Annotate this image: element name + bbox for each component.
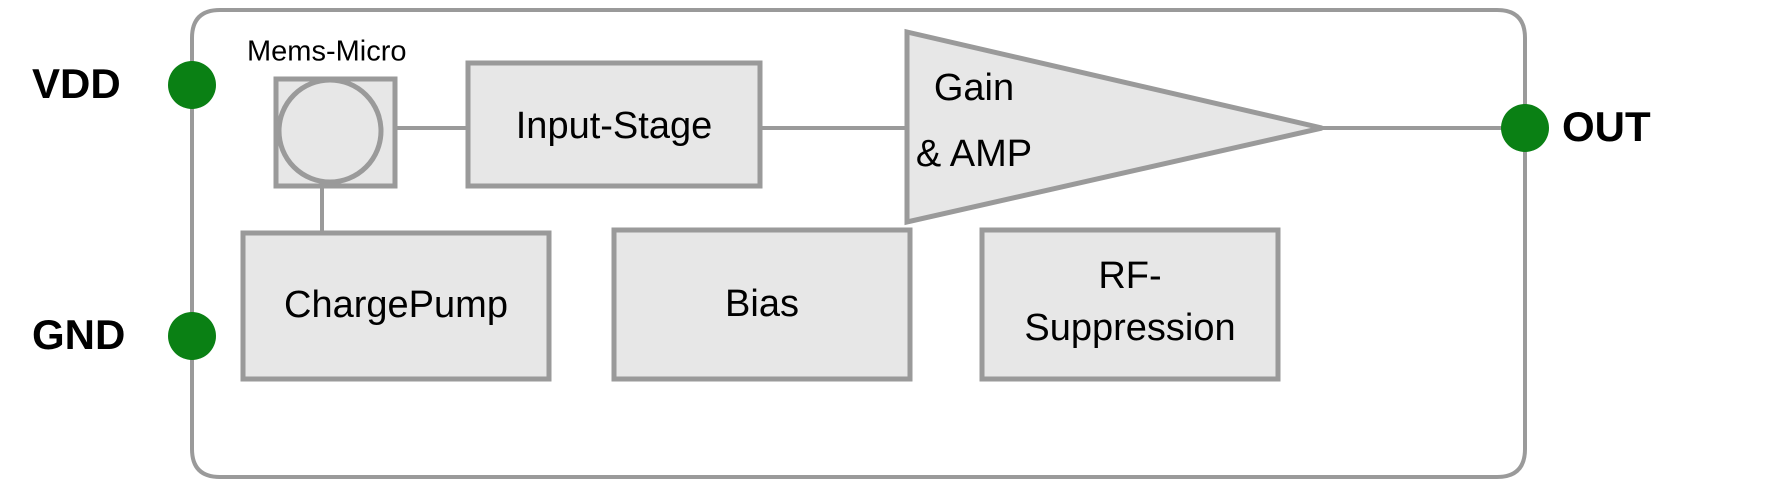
package-outline [190,8,1527,479]
block-gain-amp[interactable]: Gain & AMP [904,28,1323,226]
out-label: OUT [1562,103,1651,150]
vdd-label: VDD [32,60,121,107]
rf-suppression-label-line1: RF- [1098,255,1161,297]
gnd-label: GND [32,311,125,358]
terminal-gnd[interactable]: GND [32,311,216,360]
charge-pump-body [240,230,552,382]
out-terminal-dot [1501,104,1549,152]
bias-label: Bias [725,283,799,325]
block-mems-micro[interactable]: Mems-Micro [247,36,407,189]
input-stage-label: Input-Stage [516,105,712,147]
block-charge-pump[interactable]: ChargePump [240,230,552,382]
gain-amp-body [904,28,1323,226]
vdd-terminal-dot [168,61,216,109]
rf-suppression-label-line2: Suppression [1024,307,1235,349]
charge-pump-label: ChargePump [284,284,508,326]
terminal-vdd[interactable]: VDD [32,60,216,109]
mems-micro-membrane-icon [276,77,384,185]
gain-amp-label-line2: & AMP [916,133,1032,175]
block-input-stage[interactable]: Input-Stage [465,60,763,189]
block-rf-suppression[interactable]: RF- Suppression [979,227,1281,382]
block-bias[interactable]: Bias [611,227,913,382]
gain-amp-label-line1: Gain [934,67,1014,109]
input-stage-body [465,60,763,189]
mems-micro-label: Mems-Micro [247,36,407,68]
terminal-out[interactable]: OUT [1501,103,1651,152]
gnd-terminal-dot [168,312,216,360]
rf-suppression-body [979,227,1281,382]
bias-body [611,227,913,382]
